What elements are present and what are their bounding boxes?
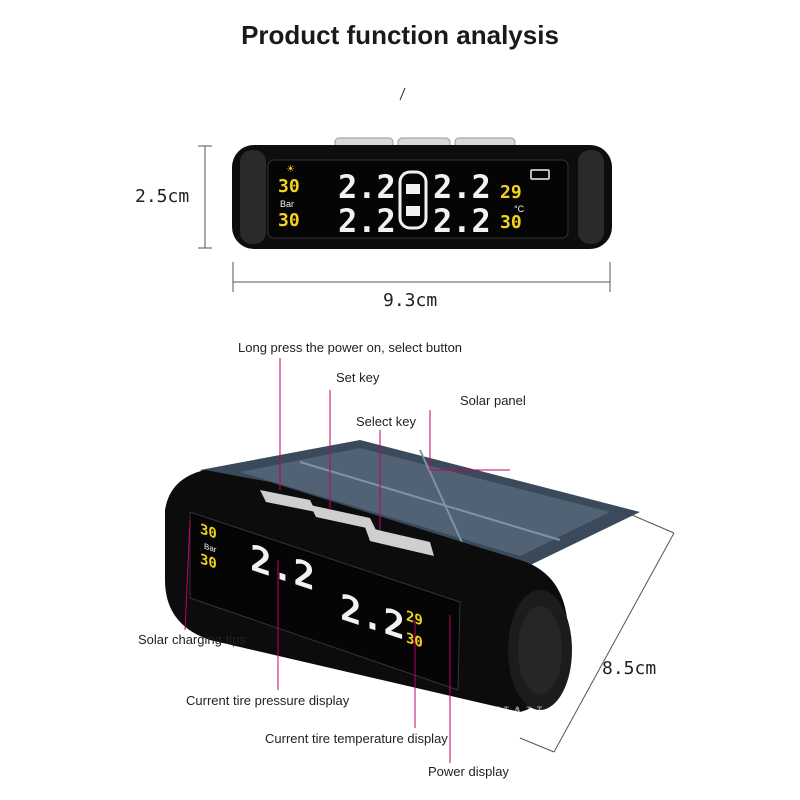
callout-lines <box>184 358 510 763</box>
lcd-front <box>267 159 569 239</box>
angled-buttons <box>260 490 434 556</box>
lcd-angled <box>189 511 461 691</box>
rear-right-temp: 30 <box>500 212 522 233</box>
depth-dimension-label: 8.5cm <box>602 658 657 679</box>
callout-solar-panel: Solar panel <box>460 393 526 408</box>
callout-power-display: Power display <box>428 764 509 779</box>
pressure-unit: Bar <box>280 199 294 209</box>
height-dimension-label: 2.5cm <box>135 186 190 207</box>
angled-temp-rl: 30 <box>200 552 217 573</box>
rear-left-pressure: 2.2 <box>338 202 396 238</box>
battery-icon <box>530 169 550 180</box>
angled-temp-fr: 29 <box>406 608 423 629</box>
callout-select-key: Select key <box>356 414 416 429</box>
angled-pressure-fl: 2.2 <box>250 536 315 599</box>
front-left-temp: 30 <box>278 176 300 197</box>
angled-temp-fl: 30 <box>200 522 217 543</box>
callout-solar-tips: Solar charging tips <box>138 632 246 647</box>
front-left-pressure: 2.2 <box>338 168 396 206</box>
angled-unit: Bar <box>204 542 217 555</box>
lcd-front-content: ☀ 30 Bar 30 2.2 2.2 2.2 2.2 29 °C 30 <box>278 164 550 238</box>
front-right-temp: 29 <box>500 182 522 203</box>
callout-set-key: Set key <box>336 370 380 385</box>
callout-power-button: Long press the power on, select button <box>238 340 463 355</box>
angled-pressure-fr: 2.2 <box>340 586 405 649</box>
solar-tip-icon: ☀ <box>286 164 295 175</box>
callout-temperature-display: Current tire temperature display <box>265 731 448 746</box>
width-dimension-label: 9.3cm <box>383 290 438 311</box>
watermark: EXUAN <box>462 702 545 726</box>
rear-right-pressure: 2.2 <box>433 202 491 238</box>
page-title: Product function analysis <box>241 20 559 50</box>
front-right-pressure: 2.2 <box>433 168 491 206</box>
lcd-angled-content: 30 Bar 30 2.2 2.2 29 30 <box>200 522 423 652</box>
temp-unit: °C <box>514 204 525 214</box>
rear-left-temp: 30 <box>278 210 300 231</box>
angled-temp-rr: 30 <box>406 630 423 651</box>
car-icon <box>398 170 428 230</box>
callout-pressure-display: Current tire pressure display <box>186 693 350 708</box>
